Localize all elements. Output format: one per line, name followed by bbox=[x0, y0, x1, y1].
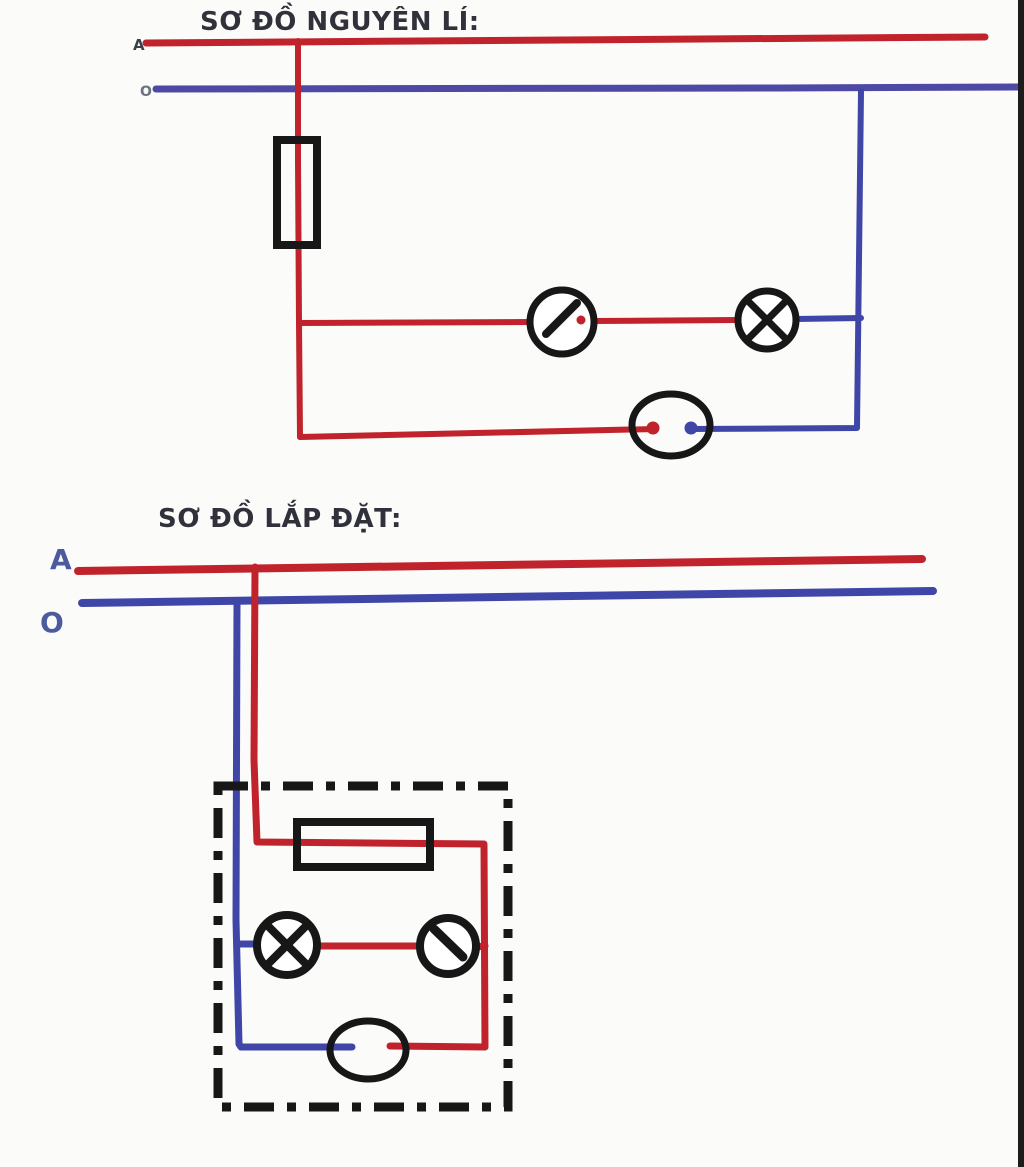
fuse-icon bbox=[273, 136, 321, 249]
installation-neutral-run-wire bbox=[232, 598, 356, 1051]
installation-phase-label: A bbox=[50, 543, 72, 576]
installation-neutral-wire bbox=[78, 587, 937, 607]
principle-diagram: SƠ ĐỒ NGUYÊN LÍ: A O bbox=[133, 1, 1024, 460]
switch-icon bbox=[526, 286, 598, 358]
socket-icon bbox=[628, 390, 714, 460]
socket-phase-pin bbox=[646, 421, 660, 435]
socket-neutral-pin bbox=[684, 421, 698, 435]
principle-socket-feed-wire bbox=[297, 426, 658, 440]
lamp-icon bbox=[253, 911, 321, 979]
principle-neutral-wire bbox=[152, 83, 1024, 93]
principle-lamp-return-wire bbox=[793, 315, 864, 322]
socket-icon bbox=[326, 1017, 410, 1083]
distribution-board-outline bbox=[213, 781, 513, 1112]
installation-phase-wire bbox=[74, 555, 926, 575]
installation-neutral-label: O bbox=[40, 606, 64, 639]
principle-diagram-title: SƠ ĐỒ NGUYÊN LÍ: bbox=[200, 1, 480, 37]
principle-switch-feed-wire bbox=[296, 319, 533, 326]
switch-icon bbox=[416, 914, 480, 978]
installation-diagram: SƠ ĐỒ LẮP ĐẶT: A O bbox=[40, 498, 937, 1112]
right-edge-strip bbox=[1018, 0, 1024, 1167]
principle-neutral-riser-wire bbox=[687, 88, 864, 432]
lamp-icon bbox=[734, 287, 800, 353]
switch-contact-dot bbox=[576, 315, 586, 325]
principle-phase-drop-wire bbox=[295, 38, 303, 440]
principle-switch-lamp-wire bbox=[591, 317, 741, 324]
principle-neutral-label: O bbox=[140, 84, 152, 100]
fuse-icon bbox=[293, 818, 434, 871]
installation-phase-run-wire bbox=[250, 563, 489, 1051]
installation-diagram-title: SƠ ĐỒ LẮP ĐẶT: bbox=[158, 498, 402, 534]
principle-phase-label: A bbox=[133, 36, 145, 54]
principle-phase-wire bbox=[142, 33, 989, 47]
